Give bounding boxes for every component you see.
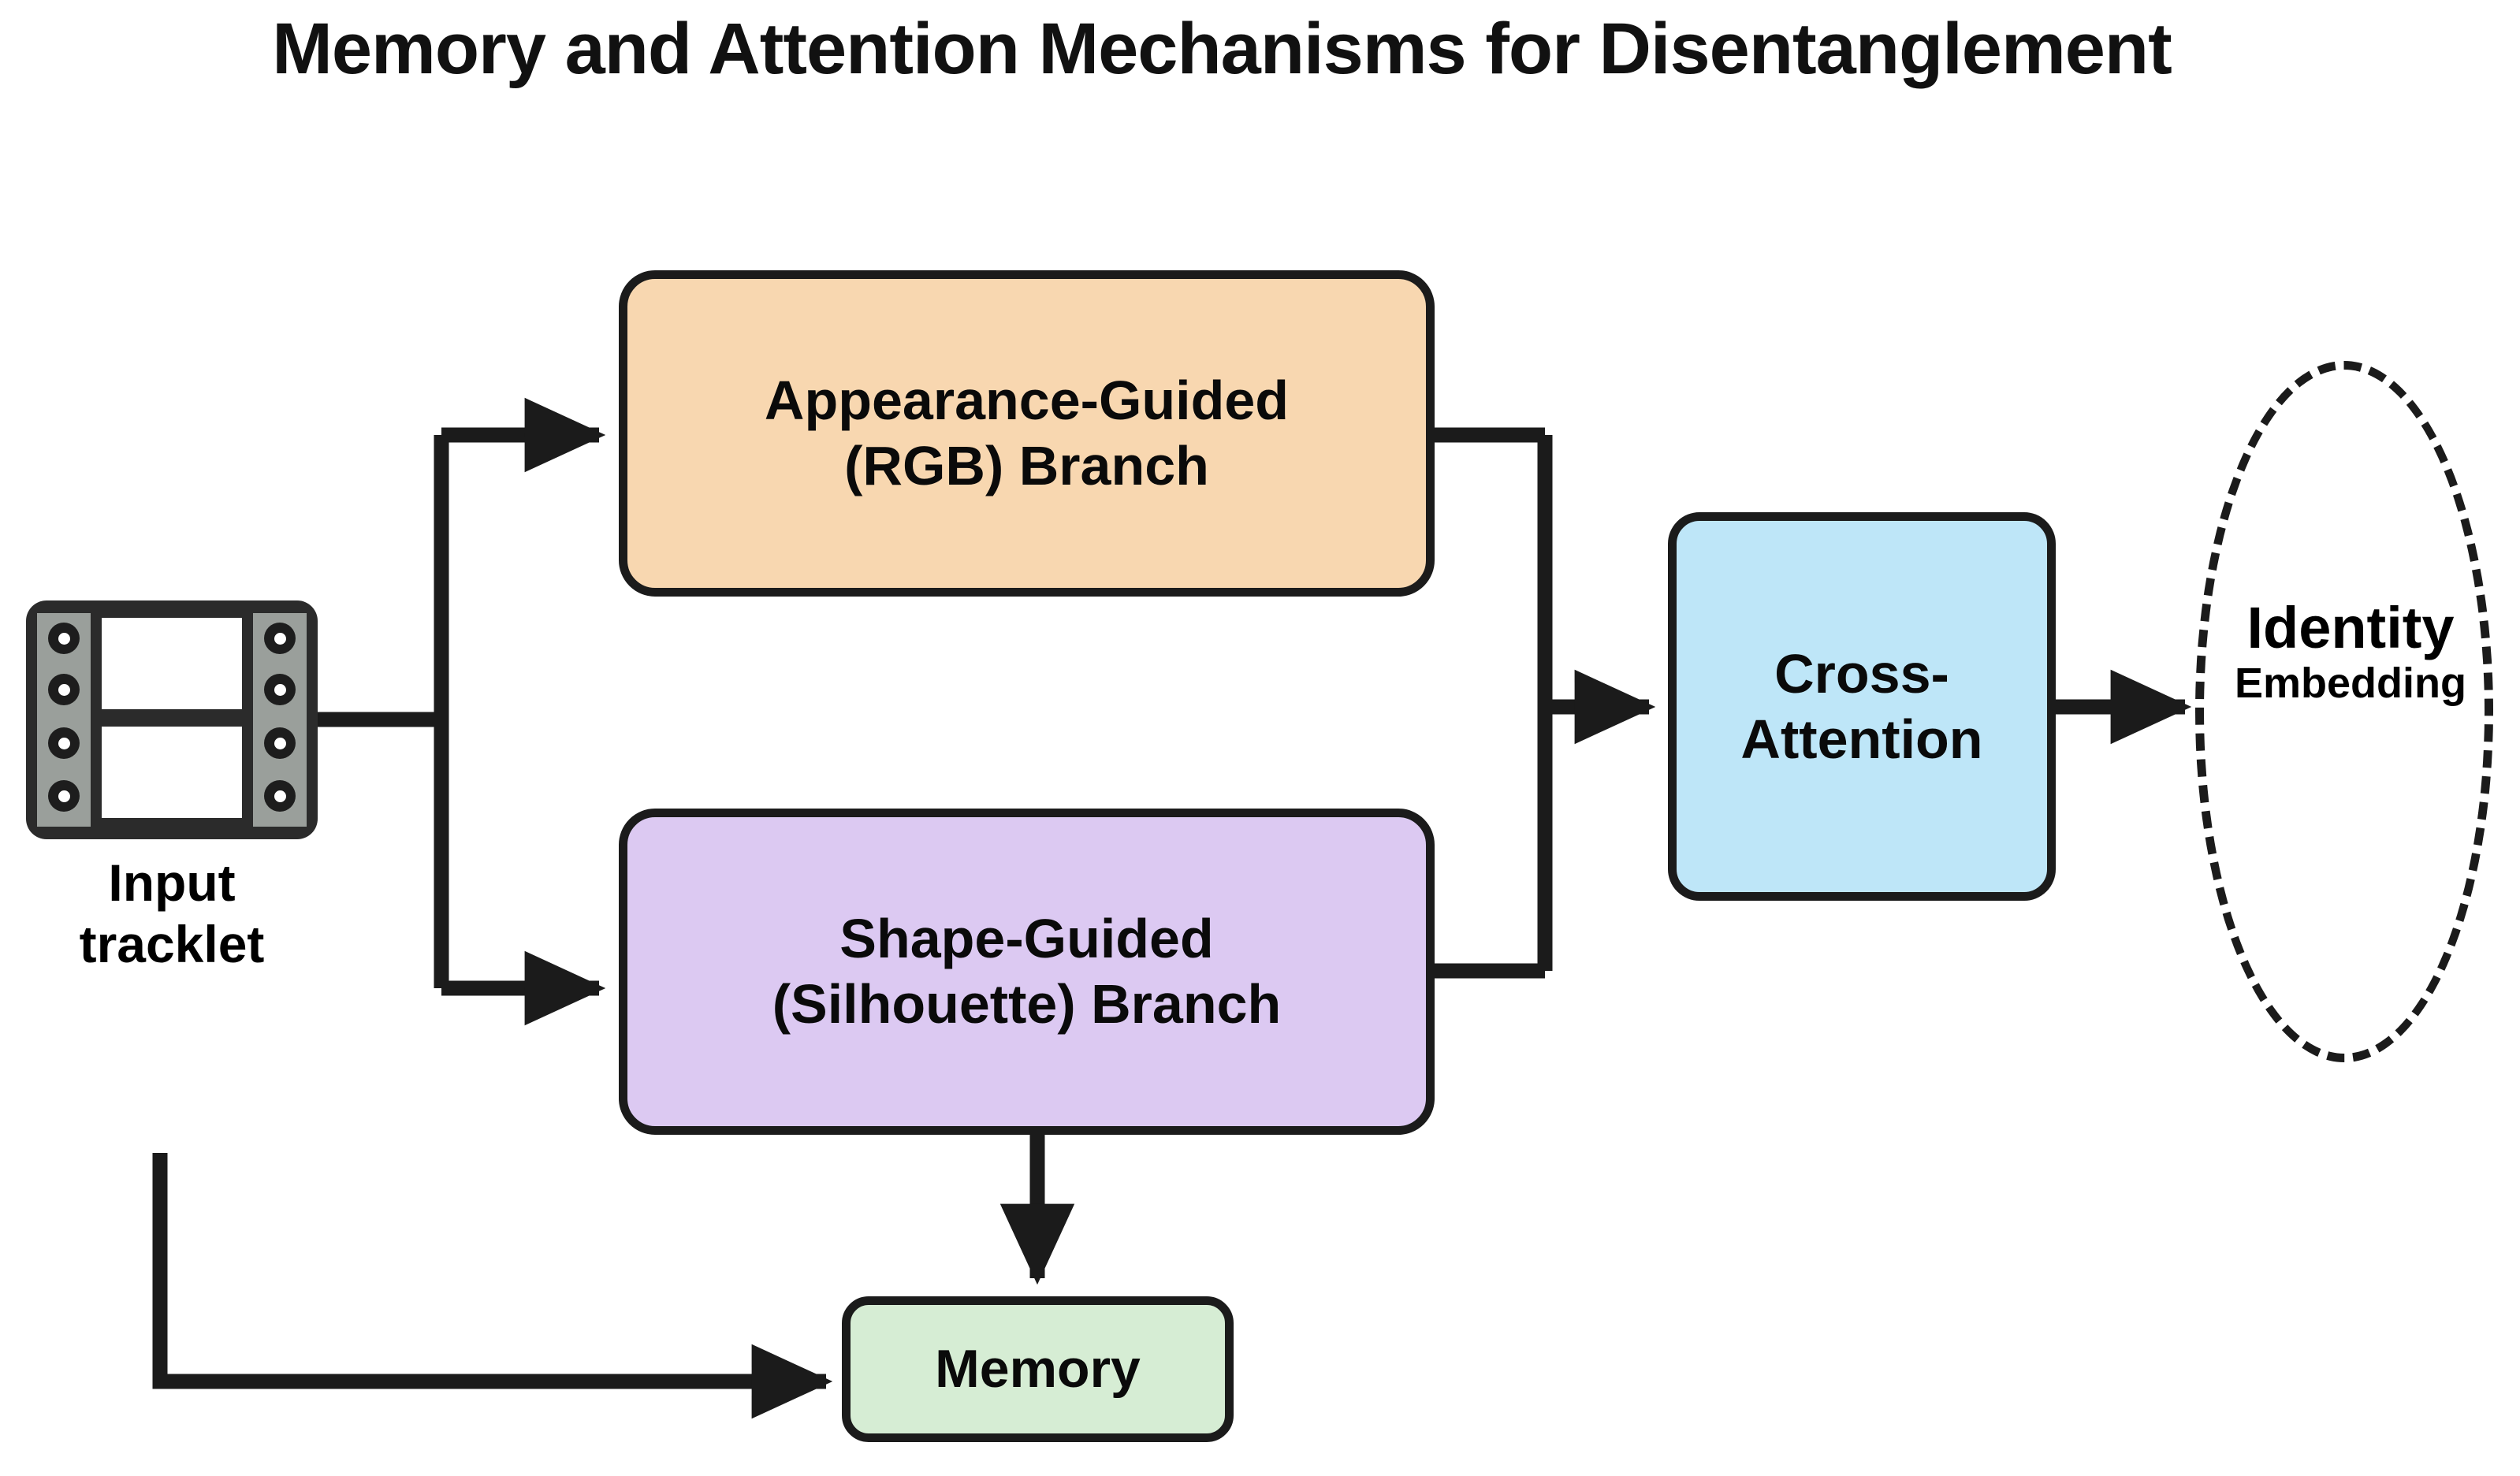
film-frame-bottom xyxy=(102,727,242,818)
film-perforation-strip-right xyxy=(253,613,307,827)
sprocket-hole xyxy=(48,674,80,705)
sprocket-hole xyxy=(48,623,80,654)
node-cross-attention[interactable]: Cross- Attention xyxy=(1668,512,2056,901)
node-shape-label: Shape-Guided (Silhouette) Branch xyxy=(760,906,1294,1036)
sprocket-hole xyxy=(264,780,296,812)
sprocket-hole xyxy=(48,727,80,759)
node-appearance-guided-rgb-branch[interactable]: Appearance-Guided (RGB) Branch xyxy=(619,270,1435,597)
input-tracklet-label-line2: tracklet xyxy=(79,914,265,973)
node-shape-guided-silhouette-branch[interactable]: Shape-Guided (Silhouette) Branch xyxy=(619,809,1435,1135)
node-appearance-label: Appearance-Guided (RGB) Branch xyxy=(752,368,1301,498)
sprocket-hole xyxy=(264,674,296,705)
input-tracklet-label-line1: Input xyxy=(108,853,236,912)
sprocket-hole xyxy=(48,780,80,812)
node-cross-attention-label-line2: Attention xyxy=(1740,708,1983,770)
film-strip-icon xyxy=(26,600,318,839)
edge-tracklet-to-memory xyxy=(152,1153,833,1419)
node-cross-attention-label: Cross- Attention xyxy=(1728,641,1995,771)
node-appearance-label-line2: (RGB) Branch xyxy=(844,435,1209,496)
film-frame-top xyxy=(102,618,242,709)
sprocket-hole xyxy=(264,623,296,654)
input-tracklet-label: Input tracklet xyxy=(0,853,349,976)
film-perforation-strip-left xyxy=(37,613,91,827)
node-cross-attention-label-line1: Cross- xyxy=(1774,642,1949,705)
page-title: Memory and Attention Mechanisms for Dise… xyxy=(272,9,2172,89)
node-identity-embedding[interactable] xyxy=(2195,361,2493,1062)
node-memory-label: Memory xyxy=(935,1339,1141,1400)
input-tracklet: Input tracklet xyxy=(26,600,318,973)
node-memory[interactable]: Memory xyxy=(842,1296,1234,1442)
sprocket-hole xyxy=(264,727,296,759)
node-shape-label-line2: (Silhouette) Branch xyxy=(772,973,1282,1035)
node-appearance-label-line1: Appearance-Guided xyxy=(764,370,1290,432)
node-shape-label-line1: Shape-Guided xyxy=(839,908,1214,970)
